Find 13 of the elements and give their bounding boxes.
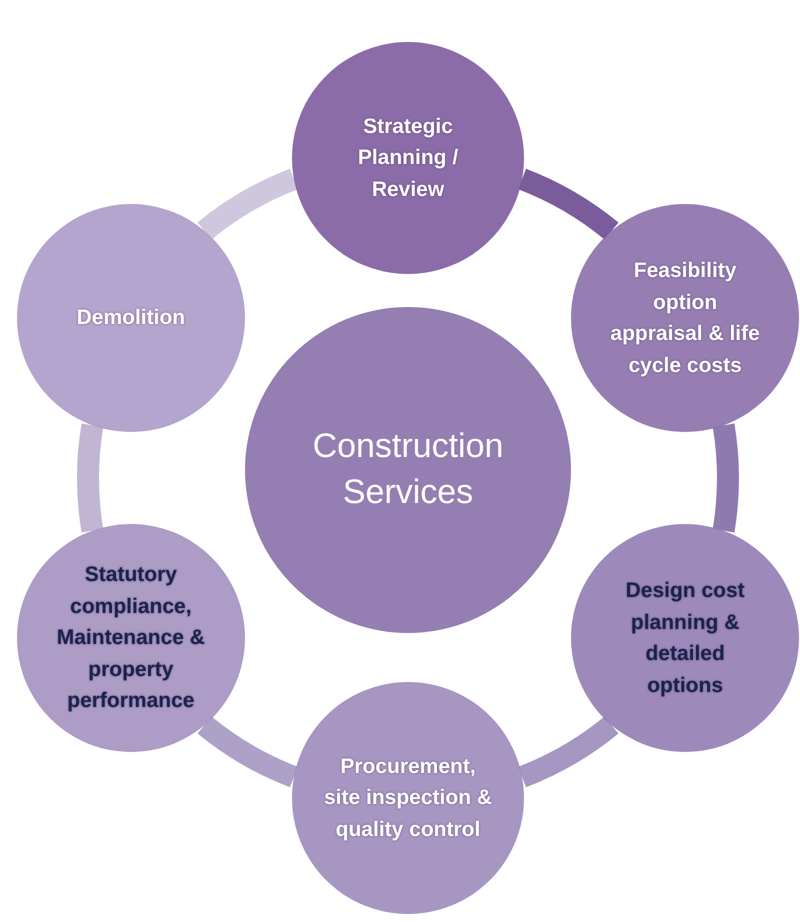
ring-segment: [198, 168, 298, 240]
ring-segment: [712, 424, 739, 532]
ring-segment: [518, 716, 618, 788]
ring-segment: [77, 424, 104, 532]
node-label: Demolition: [76, 305, 186, 332]
node-label: Procurement, site inspection & quality control: [323, 754, 493, 843]
ring-segment: [198, 716, 298, 788]
node-label: Feasibility option appraisal & life cycle costs: [610, 258, 760, 378]
node-label: Construction Services: [312, 426, 504, 513]
ring-segment: [518, 168, 618, 240]
node-label: Design cost planning & detailed options: [624, 578, 746, 698]
node-label: Strategic Planning / Review: [356, 114, 460, 203]
node-label: Statutory compliance, Maintenance & property performance: [56, 562, 206, 714]
